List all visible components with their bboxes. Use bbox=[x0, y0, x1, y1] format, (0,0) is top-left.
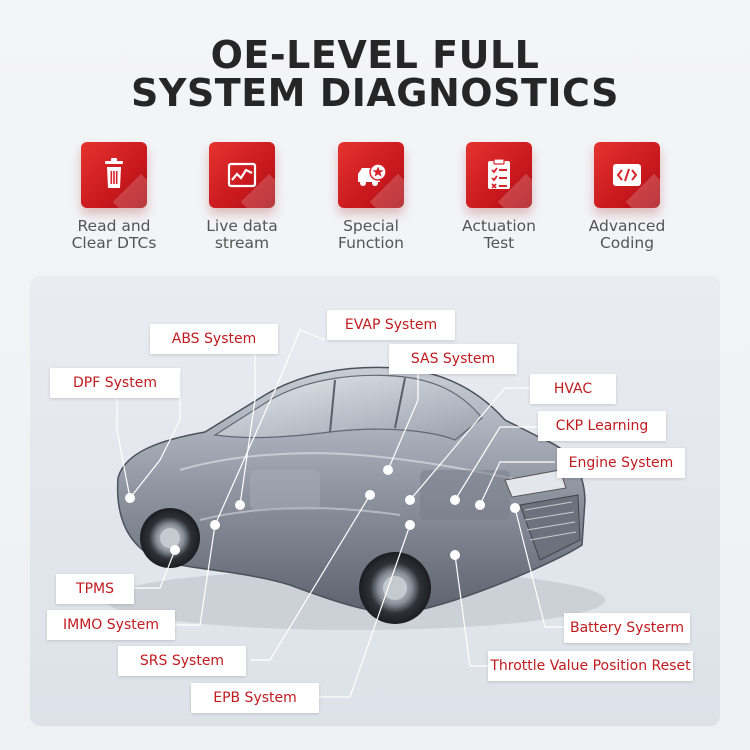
trash-icon bbox=[81, 142, 147, 208]
feature-actuation-test: Actuation Test bbox=[444, 142, 554, 252]
feature-label-line-2: stream bbox=[214, 234, 270, 252]
feature-label-line-1: Special bbox=[343, 217, 399, 235]
label-evap-system: EVAP System bbox=[327, 310, 455, 340]
feature-list: Read and Clear DTCs Live data stream bbox=[0, 142, 750, 262]
label-battery-system: Battery Systerm bbox=[564, 613, 690, 643]
hotspot-dots bbox=[125, 465, 520, 560]
label-abs-system: ABS System bbox=[150, 324, 278, 354]
feature-advanced-coding: Advanced Coding bbox=[572, 142, 682, 252]
label-immo-system: IMMO System bbox=[47, 610, 175, 640]
line-chart-icon bbox=[209, 142, 275, 208]
feature-read-clear-dtcs: Read and Clear DTCs bbox=[59, 142, 169, 252]
feature-live-data-stream: Live data stream bbox=[187, 142, 297, 252]
feature-label-line-2: Test bbox=[483, 234, 515, 252]
label-srs-system: SRS System bbox=[118, 646, 246, 676]
checklist-icon bbox=[466, 142, 532, 208]
label-ckp-learning: CKP Learning bbox=[538, 411, 666, 441]
label-hvac: HVAC bbox=[530, 374, 616, 404]
feature-label-line-1: Actuation bbox=[462, 217, 536, 235]
label-throttle-reset: Throttle Value Position Reset bbox=[488, 651, 693, 681]
label-dpf-system: DPF System bbox=[50, 368, 180, 398]
feature-label-line-1: Live data bbox=[206, 217, 278, 235]
label-epb-system: EPB System bbox=[191, 683, 319, 713]
car-windows bbox=[213, 374, 483, 441]
feature-label-line-1: Advanced bbox=[588, 217, 666, 235]
feature-special-function: Special Function bbox=[316, 142, 426, 252]
feature-label-line-2: Function bbox=[338, 234, 404, 252]
leader-lines bbox=[116, 329, 565, 698]
label-sas-system: SAS System bbox=[389, 344, 517, 374]
feature-label-line-1: Read and bbox=[77, 217, 151, 235]
car-star-icon bbox=[338, 142, 404, 208]
title-line-1: OE-LEVEL FULL bbox=[210, 33, 540, 77]
label-engine-system: Engine System bbox=[557, 448, 685, 478]
feature-label-line-2: Coding bbox=[599, 234, 655, 252]
code-icon bbox=[594, 142, 660, 208]
title-line-2: SYSTEM DIAGNOSTICS bbox=[131, 71, 619, 115]
label-tpms: TPMS bbox=[56, 574, 134, 604]
headlight bbox=[504, 469, 567, 498]
feature-label-line-2: Clear DTCs bbox=[71, 234, 157, 252]
